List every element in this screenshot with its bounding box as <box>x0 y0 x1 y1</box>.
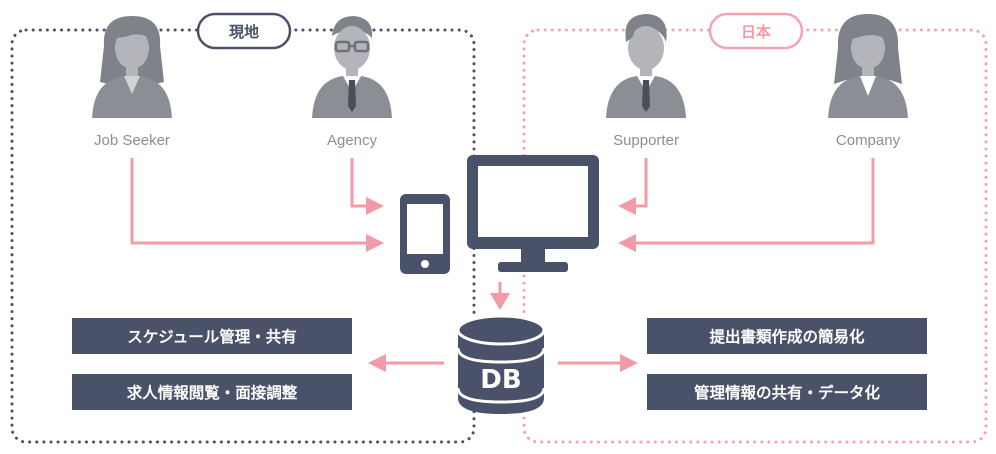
feature-data-label: 管理情報の共有・データ化 <box>694 383 881 402</box>
company-person-icon <box>828 14 908 118</box>
job-seeker-label: Job Seeker <box>94 132 170 149</box>
arrowhead <box>618 234 636 252</box>
arrows <box>130 158 875 365</box>
database-icon: DB <box>456 314 546 414</box>
smartphone-icon <box>400 194 450 274</box>
arrowhead <box>620 354 638 372</box>
company-arrow <box>634 158 875 245</box>
feature-box <box>72 374 352 410</box>
feature-box <box>647 318 927 354</box>
database-label: DB <box>480 365 521 395</box>
feature-box <box>647 374 927 410</box>
job-seeker-arrow <box>130 158 368 245</box>
japan-region-tag: 日本 <box>708 12 804 50</box>
japan-region-label: 日本 <box>741 23 771 41</box>
agency-arrow <box>350 158 368 208</box>
feature-schedule-label: スケジュール管理・共有 <box>127 327 296 346</box>
arrowhead <box>618 197 636 215</box>
local-region-border <box>10 28 476 444</box>
feature-jobs-label: 求人情報閲覧・面接調整 <box>127 383 298 402</box>
feature-documents-label: 提出書類作成の簡易化 <box>709 327 865 346</box>
local-region-tag: 現地 <box>196 12 292 50</box>
supporter-arrow <box>634 158 648 208</box>
arrowhead <box>368 354 386 372</box>
company-label: Company <box>836 132 901 149</box>
arrowhead <box>366 197 384 215</box>
local-region-label: 現地 <box>229 23 259 41</box>
japan-region-border <box>522 28 988 444</box>
desktop-monitor-icon <box>467 155 599 272</box>
supporter-label: Supporter <box>613 132 679 149</box>
agency-label: Agency <box>327 132 378 149</box>
arrowhead <box>366 234 384 252</box>
feature-box <box>72 318 352 354</box>
arrowhead <box>490 293 510 310</box>
